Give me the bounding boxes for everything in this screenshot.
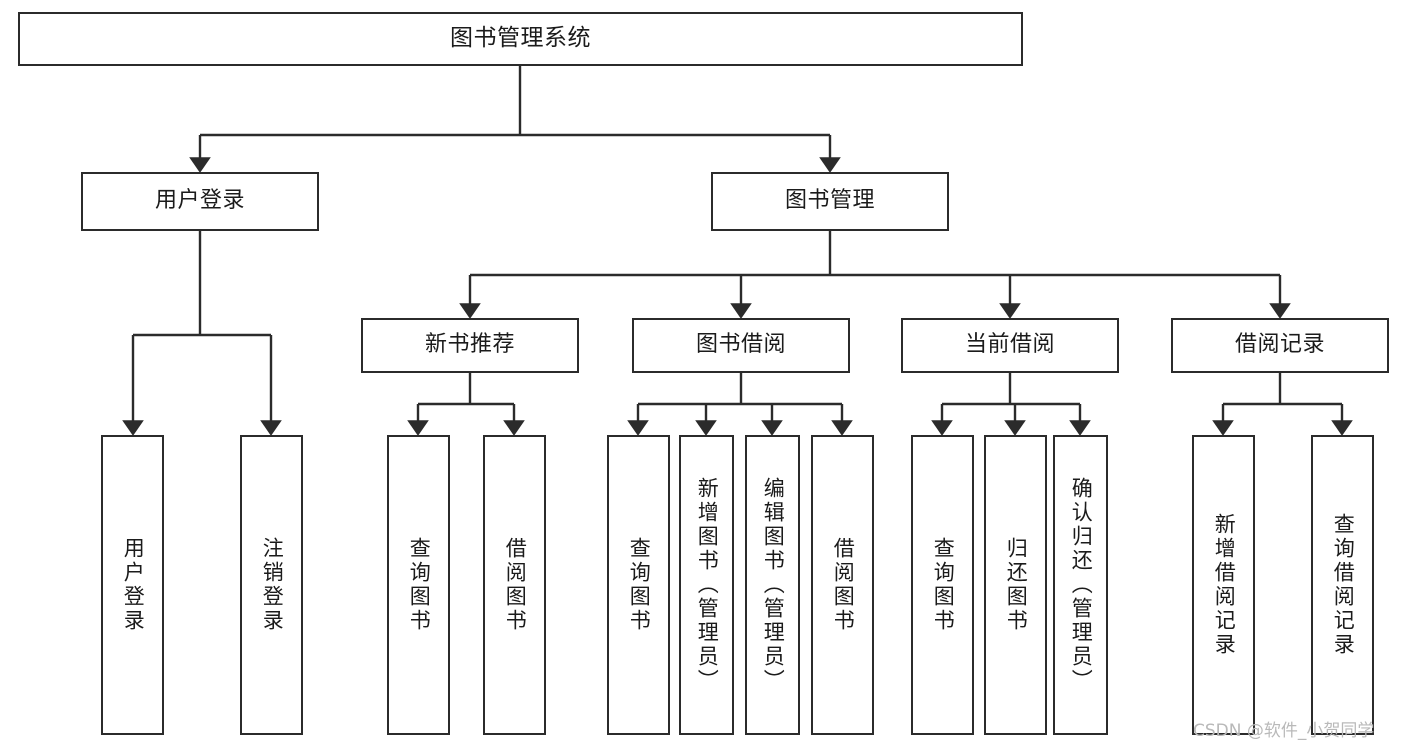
node-root[interactable]: 图书管理系统 — [18, 12, 1023, 66]
node-leaf-borrow-book-1[interactable]: 借阅图书 — [483, 435, 546, 735]
node-user-login-label: 用户登录 — [154, 188, 245, 214]
node-new-book-recommend-label: 新书推荐 — [424, 332, 515, 358]
node-leaf-add-record[interactable]: 新增借阅记录 — [1192, 435, 1255, 735]
node-book-borrow[interactable]: 图书借阅 — [632, 318, 850, 373]
node-leaf-user-login[interactable]: 用户登录 — [101, 435, 164, 735]
node-leaf-query-book-3[interactable]: 查询图书 — [911, 435, 974, 735]
node-leaf-user-login-label: 用户登录 — [121, 537, 146, 633]
node-leaf-confirm-return-label: 确认归还（管理员） — [1069, 477, 1094, 693]
node-book-borrow-label: 图书借阅 — [695, 332, 786, 358]
node-leaf-add-record-label: 新增借阅记录 — [1212, 513, 1237, 657]
node-borrow-record-label: 借阅记录 — [1234, 332, 1325, 358]
node-book-management[interactable]: 图书管理 — [711, 172, 949, 231]
node-leaf-edit-book[interactable]: 编辑图书（管理员） — [745, 435, 800, 735]
node-leaf-add-book-label: 新增图书（管理员） — [695, 477, 720, 693]
node-leaf-query-book-1-label: 查询图书 — [407, 537, 432, 633]
node-leaf-confirm-return[interactable]: 确认归还（管理员） — [1053, 435, 1108, 735]
watermark-text: CSDN @软件_小贺同学 — [1193, 721, 1375, 741]
node-leaf-return-book-label: 归还图书 — [1004, 537, 1029, 633]
node-leaf-add-book[interactable]: 新增图书（管理员） — [679, 435, 734, 735]
node-leaf-return-book[interactable]: 归还图书 — [984, 435, 1047, 735]
node-current-borrow[interactable]: 当前借阅 — [901, 318, 1119, 373]
node-leaf-query-book-2-label: 查询图书 — [627, 537, 652, 633]
node-new-book-recommend[interactable]: 新书推荐 — [361, 318, 579, 373]
node-leaf-borrow-book-2-label: 借阅图书 — [831, 537, 856, 633]
node-leaf-query-book-3-label: 查询图书 — [931, 537, 956, 633]
node-leaf-borrow-book-1-label: 借阅图书 — [503, 537, 528, 633]
node-leaf-user-logout-label: 注销登录 — [260, 537, 285, 633]
node-leaf-edit-book-label: 编辑图书（管理员） — [761, 477, 786, 693]
node-user-login[interactable]: 用户登录 — [81, 172, 319, 231]
node-leaf-query-record-label: 查询借阅记录 — [1331, 513, 1356, 657]
node-leaf-query-book-2[interactable]: 查询图书 — [607, 435, 670, 735]
node-root-label: 图书管理系统 — [450, 25, 591, 52]
node-leaf-query-record[interactable]: 查询借阅记录 — [1311, 435, 1374, 735]
node-leaf-query-book-1[interactable]: 查询图书 — [387, 435, 450, 735]
node-current-borrow-label: 当前借阅 — [964, 332, 1055, 358]
node-borrow-record[interactable]: 借阅记录 — [1171, 318, 1389, 373]
node-leaf-borrow-book-2[interactable]: 借阅图书 — [811, 435, 874, 735]
node-leaf-user-logout[interactable]: 注销登录 — [240, 435, 303, 735]
node-book-management-label: 图书管理 — [784, 188, 875, 214]
